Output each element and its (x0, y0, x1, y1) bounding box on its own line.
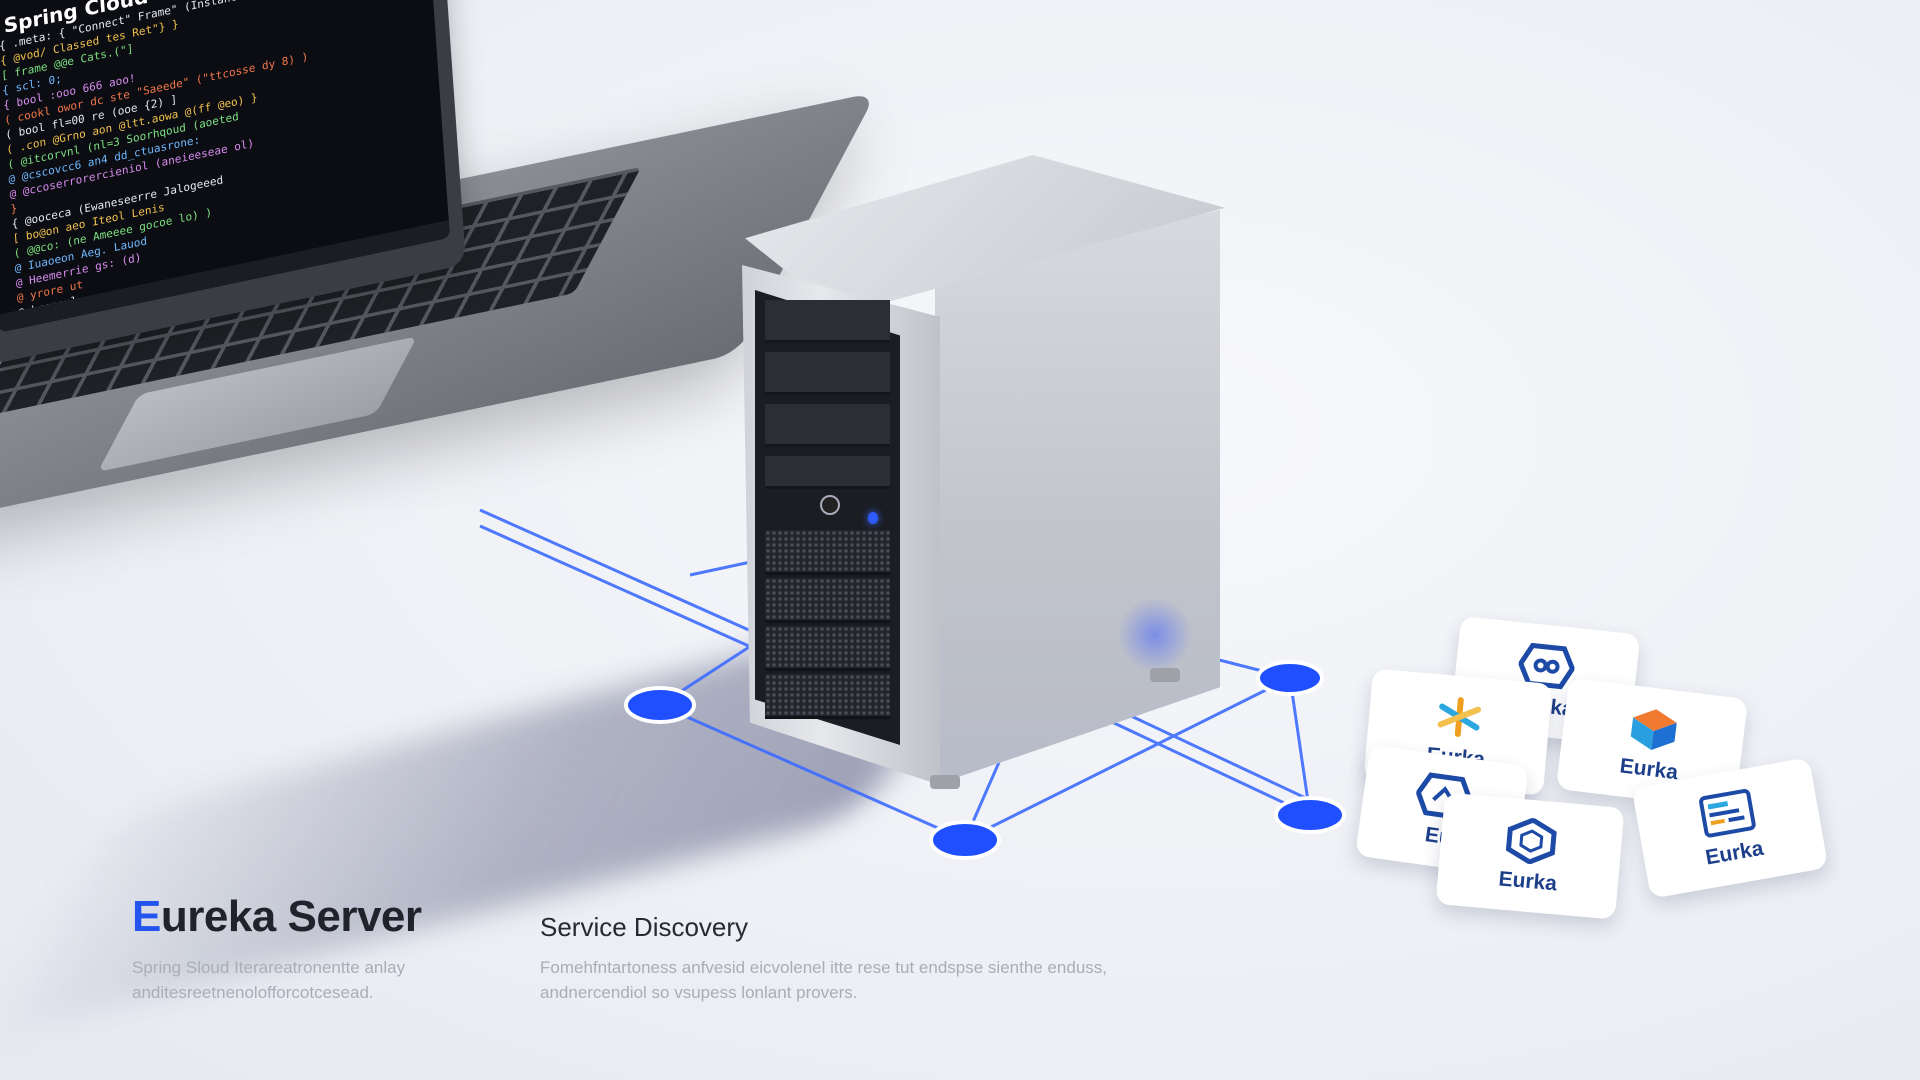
vent-grille (765, 674, 890, 719)
server-side-panel (935, 210, 1220, 785)
drive-bay (765, 404, 890, 447)
eureka-server-title: Eureka Server (132, 892, 422, 942)
network-node (624, 686, 696, 724)
power-button-icon (820, 495, 840, 515)
title-rest: ureka Server (160, 892, 422, 941)
colorful-asterisk-icon (1437, 697, 1482, 737)
network-line (479, 524, 761, 653)
vent-grille (765, 530, 890, 575)
network-node (929, 820, 1001, 860)
network-line (479, 508, 761, 637)
service-tile: Eurka (1631, 757, 1829, 899)
status-led (868, 512, 878, 524)
network-line (659, 703, 966, 842)
server-foot (930, 775, 960, 789)
service-tile: Eurka (1435, 792, 1625, 920)
tile-label: Eurka (1703, 836, 1766, 870)
service-discovery-title: Service Discovery (540, 912, 749, 942)
network-line (1288, 677, 1312, 816)
tile-label: Eurka (1497, 867, 1558, 896)
network-node (1274, 796, 1346, 834)
service-tile: Eurka (1363, 668, 1553, 796)
server-glow (1115, 600, 1195, 670)
drive-bay (765, 456, 890, 489)
isometric-cube-icon (1630, 709, 1677, 750)
eureka-hex-icon (1517, 642, 1576, 690)
dashboard-icon (1699, 788, 1756, 838)
service-tile: Euuka (1449, 615, 1641, 747)
network-line (964, 676, 1291, 842)
server-foot (1150, 668, 1180, 682)
hexagon-icon (1505, 817, 1557, 865)
vent-grille (765, 578, 890, 623)
service-discovery-description: Fomehfntartoness anfvesid eicvolenel itt… (540, 958, 1108, 1002)
network-node (1256, 660, 1324, 696)
eureka-server-description: Spring Sloud Iterareatronentte anlay and… (132, 958, 406, 1002)
title-accent: E (132, 892, 161, 941)
drive-bay (765, 300, 890, 343)
drive-bay (765, 352, 890, 395)
service-tile: Eurka (1555, 677, 1749, 811)
vent-grille (765, 626, 890, 671)
